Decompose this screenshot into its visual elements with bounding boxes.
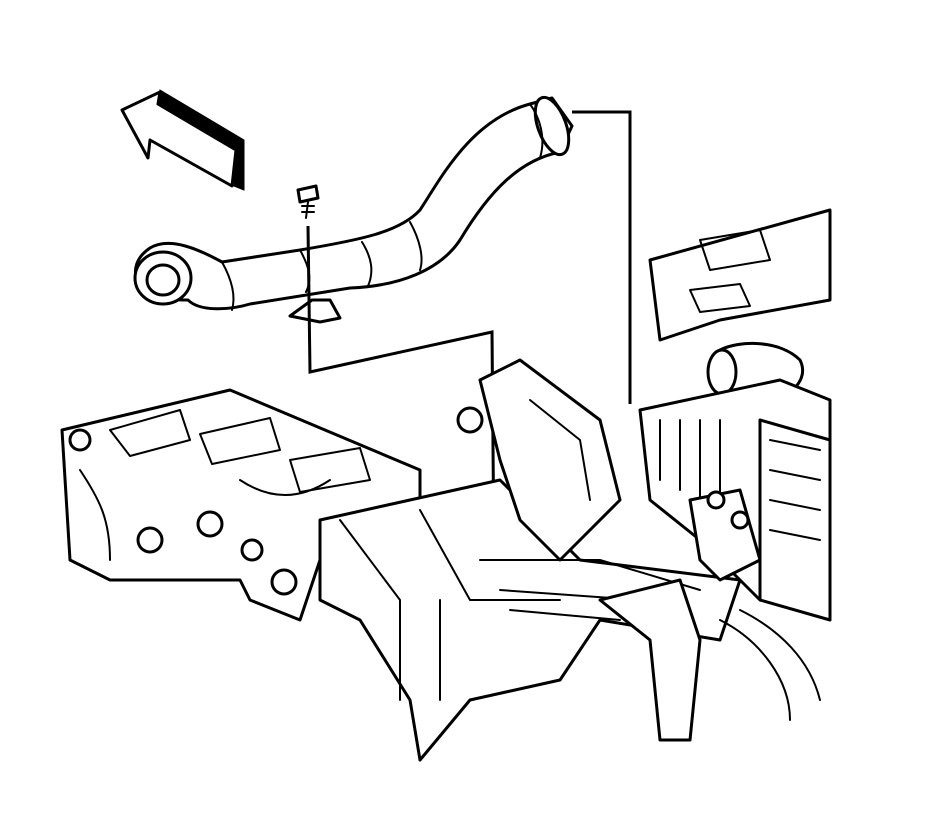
hvac-module <box>638 208 832 721</box>
fastener-screw-icon <box>296 184 320 219</box>
floor-panel-assembly <box>318 358 742 762</box>
direction-arrow-icon <box>120 89 245 191</box>
duct-hose <box>133 95 574 324</box>
instrument-panel-carrier <box>60 388 422 622</box>
leader-lines <box>306 110 632 561</box>
